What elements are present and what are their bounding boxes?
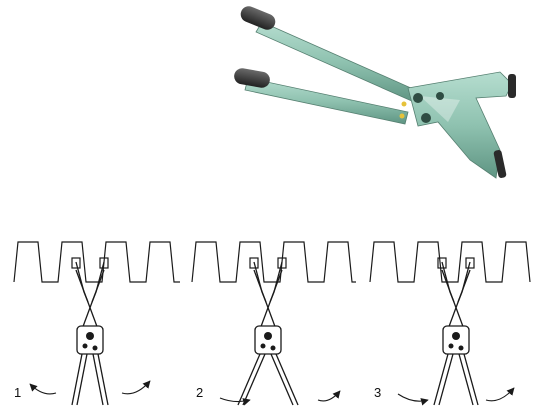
pliers-outline-icon xyxy=(238,258,298,405)
steps-row: 1 2 3 xyxy=(14,242,530,405)
step-number-label: 2 xyxy=(196,385,203,400)
step-number-label: 1 xyxy=(14,385,21,400)
curved-arrow-icon xyxy=(486,388,514,401)
corrugated-profile-icon xyxy=(14,242,180,282)
curved-arrow-icon xyxy=(122,381,150,394)
step-number-label: 3 xyxy=(374,385,381,400)
pliers-outline-icon xyxy=(434,258,478,405)
corrugated-profile-icon xyxy=(370,242,530,282)
curved-arrow-icon xyxy=(30,384,56,394)
step-panel-1: 1 xyxy=(14,242,180,405)
corrugated-profile-icon xyxy=(192,242,356,282)
curved-arrow-icon xyxy=(398,394,428,401)
step-panel-3: 3 xyxy=(370,242,530,405)
curved-arrow-icon xyxy=(318,391,340,401)
pliers-tool-icon xyxy=(233,4,516,179)
step-panel-2: 2 xyxy=(192,242,356,405)
